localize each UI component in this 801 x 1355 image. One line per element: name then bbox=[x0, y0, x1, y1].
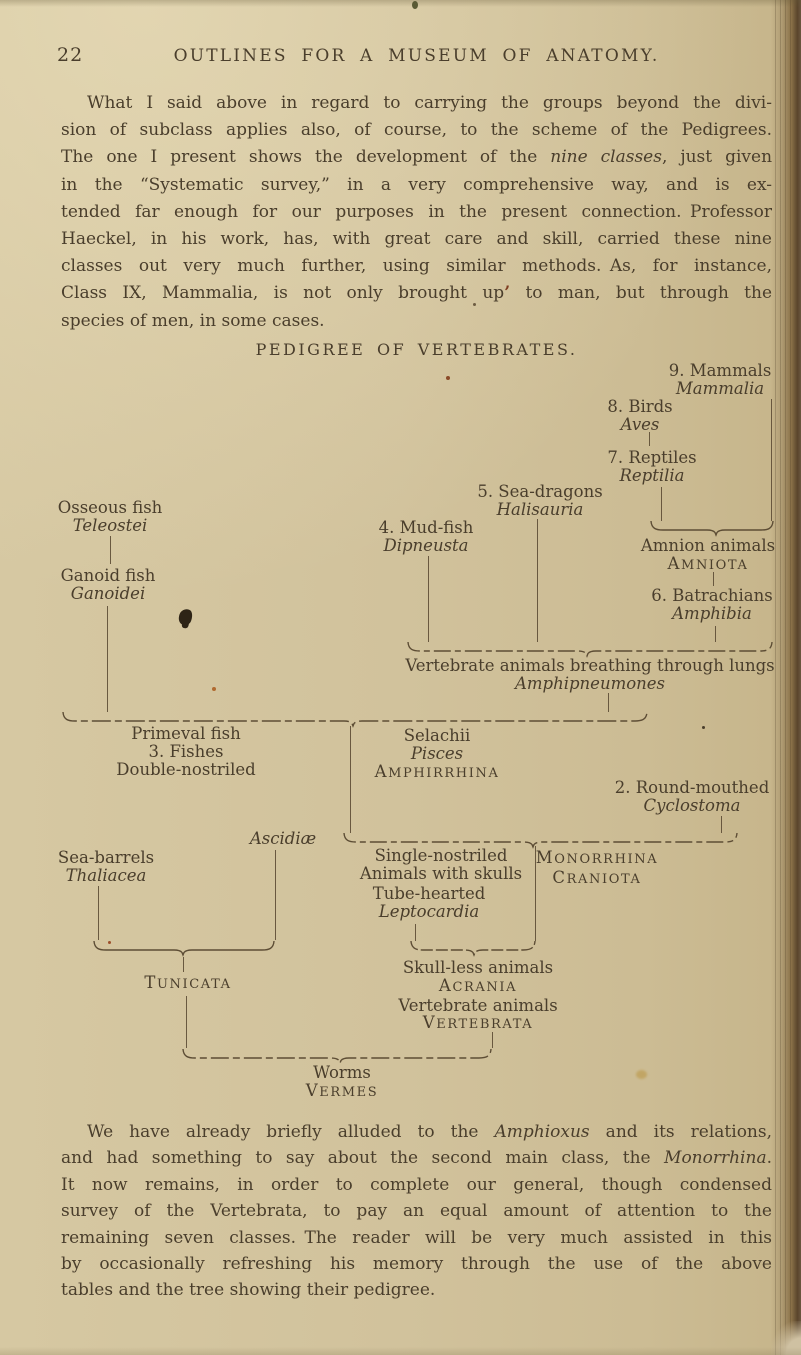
ink-speck bbox=[212, 687, 216, 691]
page-number: 22 bbox=[57, 44, 84, 66]
text-line: species of men, in some cases. bbox=[61, 310, 325, 331]
brace-connector bbox=[407, 641, 773, 658]
connector-line bbox=[110, 536, 112, 564]
connector-line bbox=[350, 726, 352, 833]
ink-speck bbox=[412, 1, 418, 9]
node-craniota-latin: MONORRHINA CRANIOTA bbox=[535, 848, 659, 888]
brace-connector bbox=[343, 832, 738, 849]
page-edge-streaks bbox=[775, 0, 795, 1355]
paper-stain bbox=[636, 1070, 647, 1079]
ink-speck bbox=[702, 726, 705, 729]
text-line: classes out very much further, using sim… bbox=[61, 256, 772, 277]
brace-connector bbox=[182, 1048, 492, 1065]
text-line: by occasionally refreshing his memory th… bbox=[61, 1254, 772, 1275]
page-corner bbox=[771, 1321, 801, 1355]
text-line: tended far enough for our purposes in th… bbox=[61, 201, 772, 222]
node-sea-barrels: Sea-barrels Thaliacea bbox=[57, 848, 155, 885]
connector-line bbox=[535, 846, 537, 941]
connector-line bbox=[661, 487, 663, 521]
connector-line bbox=[608, 693, 610, 712]
text-line: What I said above in regard to carrying … bbox=[87, 93, 772, 113]
connector-line bbox=[275, 850, 277, 940]
running-head: OUTLINES FOR A MUSEUM OF ANATOMY. bbox=[173, 46, 660, 66]
connector-line bbox=[98, 886, 100, 940]
node-fishes-common: Primeval fish 3. Fishes Double-nostriled bbox=[116, 724, 256, 779]
node-ascidiae: Ascidiæ bbox=[249, 829, 317, 848]
node-amnion-animals: Amnion animals AMNIOTA bbox=[640, 536, 776, 574]
top-edge-shadow bbox=[0, 0, 801, 7]
node-sea-dragons: 5. Sea-dragons Halisauria bbox=[477, 482, 603, 519]
connector-line bbox=[183, 957, 185, 972]
node-ganoid-fish: Ganoid fish Ganoidei bbox=[60, 566, 156, 603]
text-line: in the “Systematic survey,” in a very co… bbox=[61, 174, 772, 195]
connector-line bbox=[107, 606, 109, 712]
node-fishes-latin: Selachii Pisces AMPHIRRHINA bbox=[374, 726, 500, 782]
node-osseous-fish: Osseous fish Teleostei bbox=[57, 498, 163, 535]
node-tube-hearted: Tube-hearted Leptocardia bbox=[372, 884, 486, 921]
connector-line bbox=[492, 1032, 494, 1048]
bottom-edge-shadow bbox=[0, 1347, 801, 1355]
node-reptiles: 7. Reptiles Reptilia bbox=[607, 448, 697, 485]
paragraph-2: We have already briefly alluded to the A… bbox=[61, 1119, 772, 1304]
text-line: and had something to say about the secon… bbox=[61, 1148, 772, 1169]
brace-connector bbox=[93, 940, 275, 957]
page-binding-shadow bbox=[771, 0, 801, 1355]
node-worms: Worms VERMES bbox=[305, 1063, 379, 1101]
text-line: Class IX, Mammalia, is not only brought … bbox=[61, 283, 772, 304]
node-batrachians: 6. Batrachians Amphibia bbox=[651, 586, 773, 623]
text-line: It now remains, in order to complete our… bbox=[61, 1174, 772, 1195]
ink-blot bbox=[176, 607, 195, 627]
connector-line bbox=[428, 556, 430, 642]
pedigree-title: PEDIGREE OF VERTEBRATES. bbox=[255, 340, 578, 359]
connector-line bbox=[771, 399, 773, 521]
text-line: sion of subclass applies also, of course… bbox=[61, 120, 772, 141]
connector-line bbox=[715, 626, 717, 642]
text-line: The one I present shows the development … bbox=[61, 147, 773, 168]
node-mammals: 9. Mammals Mammalia bbox=[668, 361, 772, 398]
connector-line bbox=[649, 432, 651, 446]
text-line: tables and the tree showing their pedigr… bbox=[61, 1280, 436, 1301]
node-round-mouthed: 2. Round-mouthed Cyclostoma bbox=[614, 778, 770, 815]
text-line: remaining seven classes. The reader will… bbox=[61, 1227, 772, 1248]
node-vertebrata: Skull-less animals ACRANIA Vertebrate an… bbox=[398, 958, 558, 1033]
text-line: We have already briefly alluded to the A… bbox=[87, 1122, 773, 1142]
connector-line bbox=[721, 816, 723, 833]
brace-connector bbox=[62, 711, 648, 728]
connector-line bbox=[537, 519, 539, 642]
ink-speck bbox=[108, 941, 111, 944]
brace-connector bbox=[410, 940, 536, 957]
node-lung-breathers: Vertebrate animals breathing through lun… bbox=[405, 656, 775, 693]
node-mud-fish: 4. Mud-fish Dipneusta bbox=[378, 518, 474, 555]
text-line: survey of the Vertebrata, to pay an equa… bbox=[61, 1201, 772, 1222]
connector-line bbox=[713, 572, 715, 586]
node-tunicata: TUNICATA bbox=[144, 973, 232, 993]
text-line: Haeckel, in his work, has, with great ca… bbox=[61, 229, 772, 250]
ink-speck bbox=[446, 376, 450, 380]
paragraph-1: What I said above in regard to carrying … bbox=[61, 90, 772, 335]
ink-speck bbox=[473, 303, 476, 306]
brace-connector bbox=[650, 520, 774, 537]
node-birds: 8. Birds Aves bbox=[607, 397, 673, 434]
connector-line bbox=[415, 924, 417, 941]
connector-line bbox=[186, 996, 188, 1048]
node-craniota-common: Single-nostriled Animals with skulls bbox=[359, 846, 523, 883]
